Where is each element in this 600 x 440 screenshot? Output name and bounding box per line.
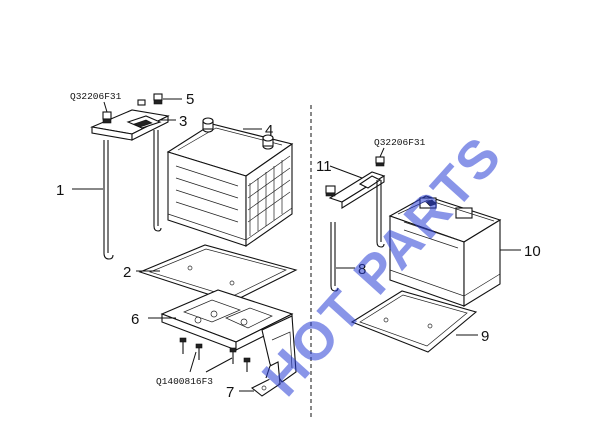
leader-11 xyxy=(329,165,363,179)
nut-right xyxy=(375,156,385,167)
callout-7: 7 xyxy=(226,384,234,401)
code-left-top: Q32206F31 xyxy=(70,91,122,102)
callout-1: 1 xyxy=(56,182,64,199)
callout-5: 5 xyxy=(186,91,194,108)
part-9-battery-tray xyxy=(350,290,478,353)
part-3-hold-down-clamp xyxy=(90,109,170,141)
part-1-hold-down-rod xyxy=(103,140,114,260)
rod-right-of-clamp xyxy=(153,130,162,232)
part-11-hold-down-clamp xyxy=(325,171,386,209)
leader-code-left xyxy=(103,101,108,113)
part-10-battery xyxy=(388,195,502,307)
callout-6: 6 xyxy=(131,311,139,328)
code-right-top: Q32206F31 xyxy=(374,137,426,148)
part-6-battery-base xyxy=(160,289,297,383)
bolts-bottom xyxy=(179,337,251,372)
leader-code-bottom-a xyxy=(189,351,197,373)
nut-left xyxy=(102,111,112,124)
part-8-hold-down-rods xyxy=(330,180,385,292)
callout-4: 4 xyxy=(265,122,273,139)
part-4-battery xyxy=(166,117,294,248)
callout-9: 9 xyxy=(481,328,489,345)
callout-11: 11 xyxy=(316,158,332,175)
part-2-battery-tray xyxy=(138,244,298,303)
callout-8: 8 xyxy=(358,261,366,278)
part-7-foot-bracket xyxy=(250,361,281,397)
callout-2: 2 xyxy=(123,264,131,281)
part-5-nut xyxy=(137,93,163,106)
callout-10: 10 xyxy=(524,243,541,260)
code-bottom: Q1400816F3 xyxy=(156,376,213,387)
leader-code-right xyxy=(379,147,385,158)
leader-code-bottom-b xyxy=(205,357,233,373)
callout-3: 3 xyxy=(179,113,187,130)
